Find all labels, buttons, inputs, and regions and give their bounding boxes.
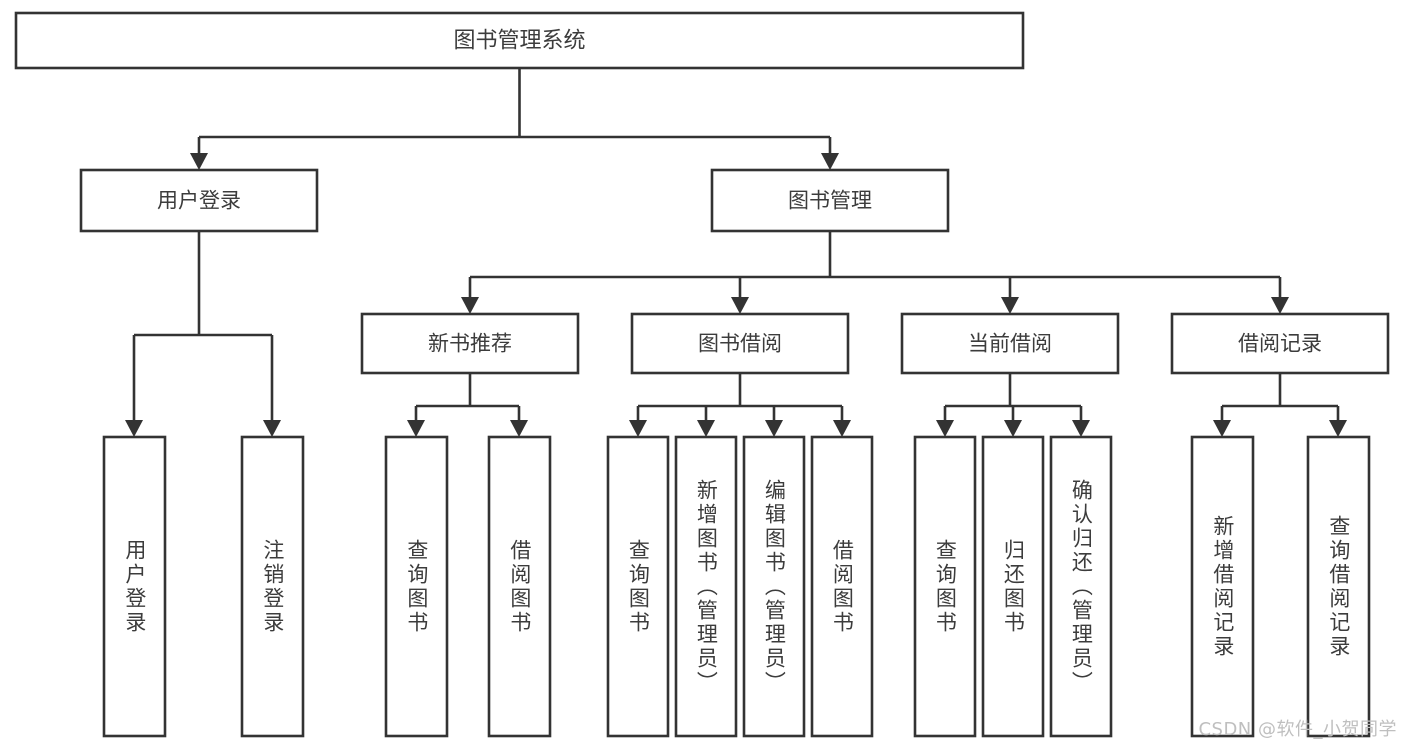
node-box-leaf-borrow-book-recommend[interactable] xyxy=(487,435,552,738)
conn-recommend-bus xyxy=(407,373,528,437)
node-box-root[interactable] xyxy=(14,11,1025,70)
conn-bookborrow-bus-arrow-3 xyxy=(833,420,851,437)
conn-bookmgmt-bus xyxy=(461,231,1289,314)
node-box-current-borrow[interactable] xyxy=(900,312,1120,375)
conn-userlogin-bus-arrow-0 xyxy=(125,420,143,437)
node-box-user-login[interactable] xyxy=(79,168,319,233)
node-label-new-book-recommend: 新书推荐 xyxy=(428,332,512,356)
conn-root-bus xyxy=(190,68,839,170)
boxes-layer xyxy=(14,11,1390,738)
conn-records-bus-arrow-0 xyxy=(1213,420,1231,437)
conn-userlogin-bus-arrow-1 xyxy=(263,420,281,437)
conn-bookborrow-bus-arrow-0 xyxy=(629,420,647,437)
node-box-leaf-query-book-current[interactable] xyxy=(913,435,977,738)
node-box-leaf-add-book-admin[interactable] xyxy=(674,435,738,738)
node-box-leaf-query-book-recommend[interactable] xyxy=(384,435,449,738)
node-box-borrow-records[interactable] xyxy=(1170,312,1390,375)
node-box-new-book-recommend[interactable] xyxy=(360,312,580,375)
conn-root-bus-arrow-1 xyxy=(821,153,839,170)
connectors-layer xyxy=(125,68,1347,437)
csdn-watermark: CSDN @软件_小贺同学 xyxy=(1198,719,1397,740)
conn-bookmgmt-bus-arrow-1 xyxy=(731,297,749,314)
conn-currentborrow-bus xyxy=(936,373,1090,437)
conn-bookmgmt-bus-arrow-2 xyxy=(1001,297,1019,314)
node-label-user-login: 用户登录 xyxy=(157,189,241,213)
conn-bookborrow-bus-arrow-1 xyxy=(697,420,715,437)
node-box-leaf-logout-login[interactable] xyxy=(240,435,305,738)
conn-currentborrow-bus-arrow-0 xyxy=(936,420,954,437)
node-box-leaf-borrow-book[interactable] xyxy=(810,435,874,738)
node-box-leaf-query-borrow-record[interactable] xyxy=(1306,435,1371,738)
node-box-leaf-query-book-borrow[interactable] xyxy=(606,435,670,738)
node-box-leaf-user-login[interactable] xyxy=(102,435,167,738)
conn-bookmgmt-bus-arrow-3 xyxy=(1271,297,1289,314)
conn-root-bus-arrow-0 xyxy=(190,153,208,170)
conn-currentborrow-bus-arrow-1 xyxy=(1004,420,1022,437)
conn-bookmgmt-bus-arrow-0 xyxy=(461,297,479,314)
node-label-root: 图书管理系统 xyxy=(453,29,585,54)
node-label-current-borrow: 当前借阅 xyxy=(968,332,1052,356)
conn-userlogin-bus xyxy=(125,231,281,437)
conn-recommend-bus-arrow-1 xyxy=(510,420,528,437)
node-box-leaf-return-book[interactable] xyxy=(981,435,1045,738)
conn-currentborrow-bus-arrow-2 xyxy=(1072,420,1090,437)
node-label-borrow-records: 借阅记录 xyxy=(1238,332,1322,356)
node-label-book-management: 图书管理 xyxy=(788,189,872,213)
node-box-book-management[interactable] xyxy=(710,168,950,233)
conn-records-bus xyxy=(1213,373,1347,437)
conn-records-bus-arrow-1 xyxy=(1329,420,1347,437)
node-box-leaf-add-borrow-record[interactable] xyxy=(1190,435,1255,738)
node-box-book-borrow[interactable] xyxy=(630,312,850,375)
node-box-leaf-edit-book-admin[interactable] xyxy=(742,435,806,738)
conn-bookborrow-bus xyxy=(629,373,851,437)
conn-recommend-bus-arrow-0 xyxy=(407,420,425,437)
conn-bookborrow-bus-arrow-2 xyxy=(765,420,783,437)
node-box-leaf-confirm-return-admin[interactable] xyxy=(1049,435,1113,738)
node-label-book-borrow: 图书借阅 xyxy=(698,332,782,356)
